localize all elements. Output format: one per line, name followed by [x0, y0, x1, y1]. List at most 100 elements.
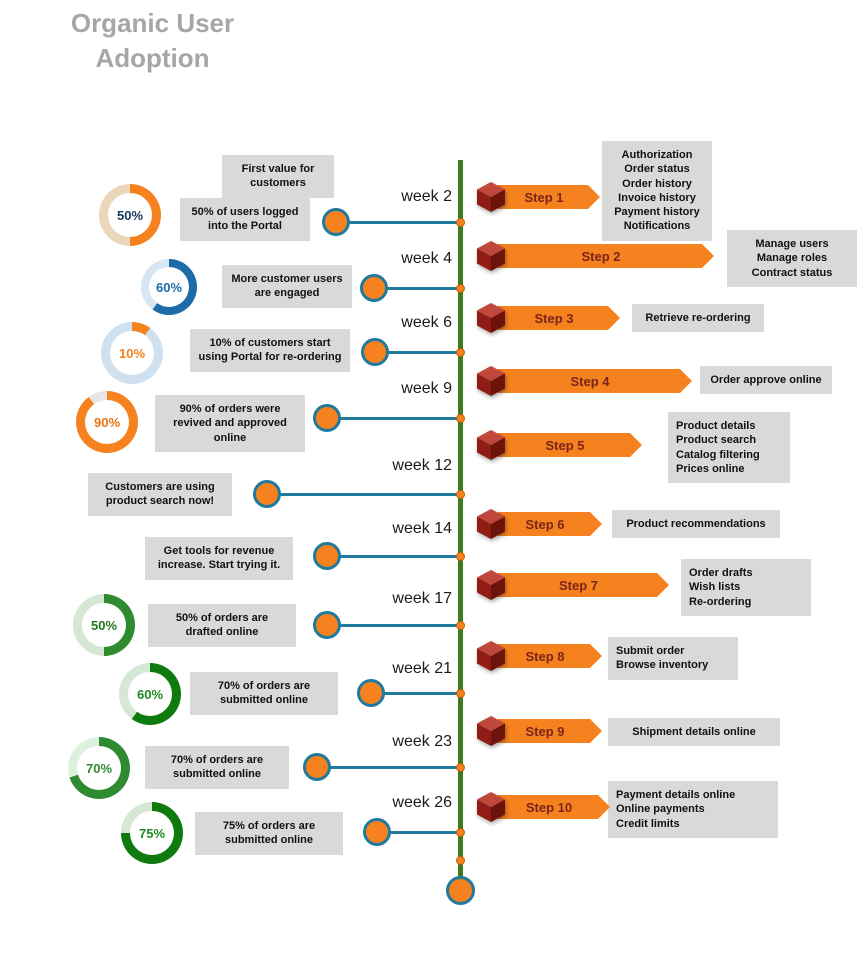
week-label: week 6 — [401, 314, 452, 331]
note-box: 75% of orders are submitted online — [195, 812, 343, 855]
connector-line — [336, 221, 460, 224]
week-label: week 14 — [392, 520, 452, 537]
step-label: Step 9 — [525, 723, 565, 739]
step-arrow: Step 7 — [498, 573, 669, 597]
step-label: Step 8 — [525, 648, 565, 664]
note-box: Get tools for revenue increase. Start tr… — [145, 537, 293, 580]
donut-hole: 90% — [85, 400, 129, 444]
donut-hole: 60% — [128, 672, 172, 716]
milestone-circle — [361, 338, 389, 366]
week-label: week 17 — [392, 590, 452, 607]
step-details-box: Order drafts Wish lists Re-ordering — [681, 559, 811, 616]
donut-chart: 75% — [121, 802, 183, 864]
step-label: Step 3 — [534, 310, 574, 326]
milestone-cube-icon — [477, 430, 505, 460]
step-arrow: Step 4 — [498, 369, 692, 393]
donut-chart: 50% — [73, 594, 135, 656]
donut-percent-label: 10% — [118, 345, 146, 361]
week-label: week 2 — [401, 188, 452, 205]
donut-hole: 60% — [149, 267, 189, 307]
week-label: week 21 — [392, 660, 452, 677]
milestone-circle — [303, 753, 331, 781]
step-arrow: Step 8 — [498, 644, 602, 668]
donut-hole: 75% — [130, 811, 174, 855]
connector-line — [371, 692, 460, 695]
step-details-box: Order approve online — [700, 366, 832, 395]
note-box: 10% of customers start using Portal for … — [190, 329, 350, 372]
note-box: Customers are using product search now! — [88, 473, 232, 516]
timeline-node-dot — [456, 621, 465, 630]
note-box: 50% of orders are drafted online — [148, 604, 296, 647]
milestone-circle — [313, 542, 341, 570]
step-label: Step 2 — [581, 248, 621, 264]
donut-hole: 50% — [82, 603, 126, 647]
step-arrow: Step 6 — [498, 512, 602, 536]
connector-line — [374, 287, 460, 290]
timeline-node-dot — [456, 284, 465, 293]
step-details-box: Shipment details online — [608, 718, 780, 747]
connector-line — [327, 555, 460, 558]
week-label: week 23 — [392, 733, 452, 750]
note-box: More customer users are engaged — [222, 265, 352, 308]
timeline-node-dot — [456, 828, 465, 837]
milestone-cube-icon — [477, 241, 505, 271]
step-details-box: Payment details online Online payments C… — [608, 781, 778, 838]
connector-line — [375, 351, 460, 354]
donut-percent-label: 60% — [136, 686, 164, 702]
step-arrow: Step 10 — [498, 795, 610, 819]
milestone-circle — [313, 611, 341, 639]
donut-percent-label: 50% — [116, 207, 144, 223]
donut-chart: 70% — [68, 737, 130, 799]
donut-hole: 70% — [77, 746, 121, 790]
milestone-circle — [363, 818, 391, 846]
milestone-circle — [322, 208, 350, 236]
milestone-cube-icon — [477, 792, 505, 822]
step-label: Step 6 — [525, 516, 565, 532]
donut-hole: 50% — [108, 193, 152, 237]
note-box: 70% of orders are submitted online — [190, 672, 338, 715]
note-box: 50% of users logged into the Portal — [180, 198, 310, 241]
milestone-cube-icon — [477, 641, 505, 671]
donut-chart: 50% — [99, 184, 161, 246]
milestone-cube-icon — [477, 303, 505, 333]
step-arrow: Step 5 — [498, 433, 642, 457]
donut-chart: 90% — [76, 391, 138, 453]
note-box: 90% of orders were revived and approved … — [155, 395, 305, 452]
milestone-cube-icon — [477, 366, 505, 396]
note-box: 70% of orders are submitted online — [145, 746, 289, 789]
timeline-node-dot — [456, 689, 465, 698]
step-details-box: Product details Product search Catalog f… — [668, 412, 790, 484]
milestone-cube-icon — [477, 509, 505, 539]
timeline-node-dot — [456, 490, 465, 499]
timeline-node-dot — [456, 414, 465, 423]
milestone-circle — [357, 679, 385, 707]
connector-line — [327, 417, 460, 420]
step-details-box: Manage users Manage roles Contract statu… — [727, 230, 857, 287]
donut-percent-label: 90% — [93, 414, 121, 430]
step-label: Step 1 — [524, 189, 564, 205]
step-details-box: Authorization Order status Order history… — [602, 141, 712, 241]
timeline-node-dot — [456, 856, 465, 865]
week-label: week 4 — [401, 250, 452, 267]
week-label: week 26 — [392, 794, 452, 811]
donut-percent-label: 75% — [138, 825, 166, 841]
donut-percent-label: 70% — [85, 760, 113, 776]
step-details-box: Submit order Browse inventory — [608, 637, 738, 680]
donut-chart: 60% — [119, 663, 181, 725]
milestone-cube-icon — [477, 716, 505, 746]
step-details-box: Product recommendations — [612, 510, 780, 539]
connector-line — [327, 624, 460, 627]
note-box: First value for customers — [222, 155, 334, 198]
timeline-node-dot — [456, 348, 465, 357]
week-label: week 12 — [392, 457, 452, 474]
step-arrow: Step 1 — [498, 185, 600, 209]
timeline-node-dot — [456, 218, 465, 227]
milestone-circle — [253, 480, 281, 508]
connector-line — [267, 493, 460, 496]
step-arrow: Step 9 — [498, 719, 602, 743]
week-label: week 9 — [401, 380, 452, 397]
donut-chart: 60% — [141, 259, 197, 315]
step-label: Step 7 — [558, 577, 598, 593]
timeline-line — [458, 160, 463, 890]
